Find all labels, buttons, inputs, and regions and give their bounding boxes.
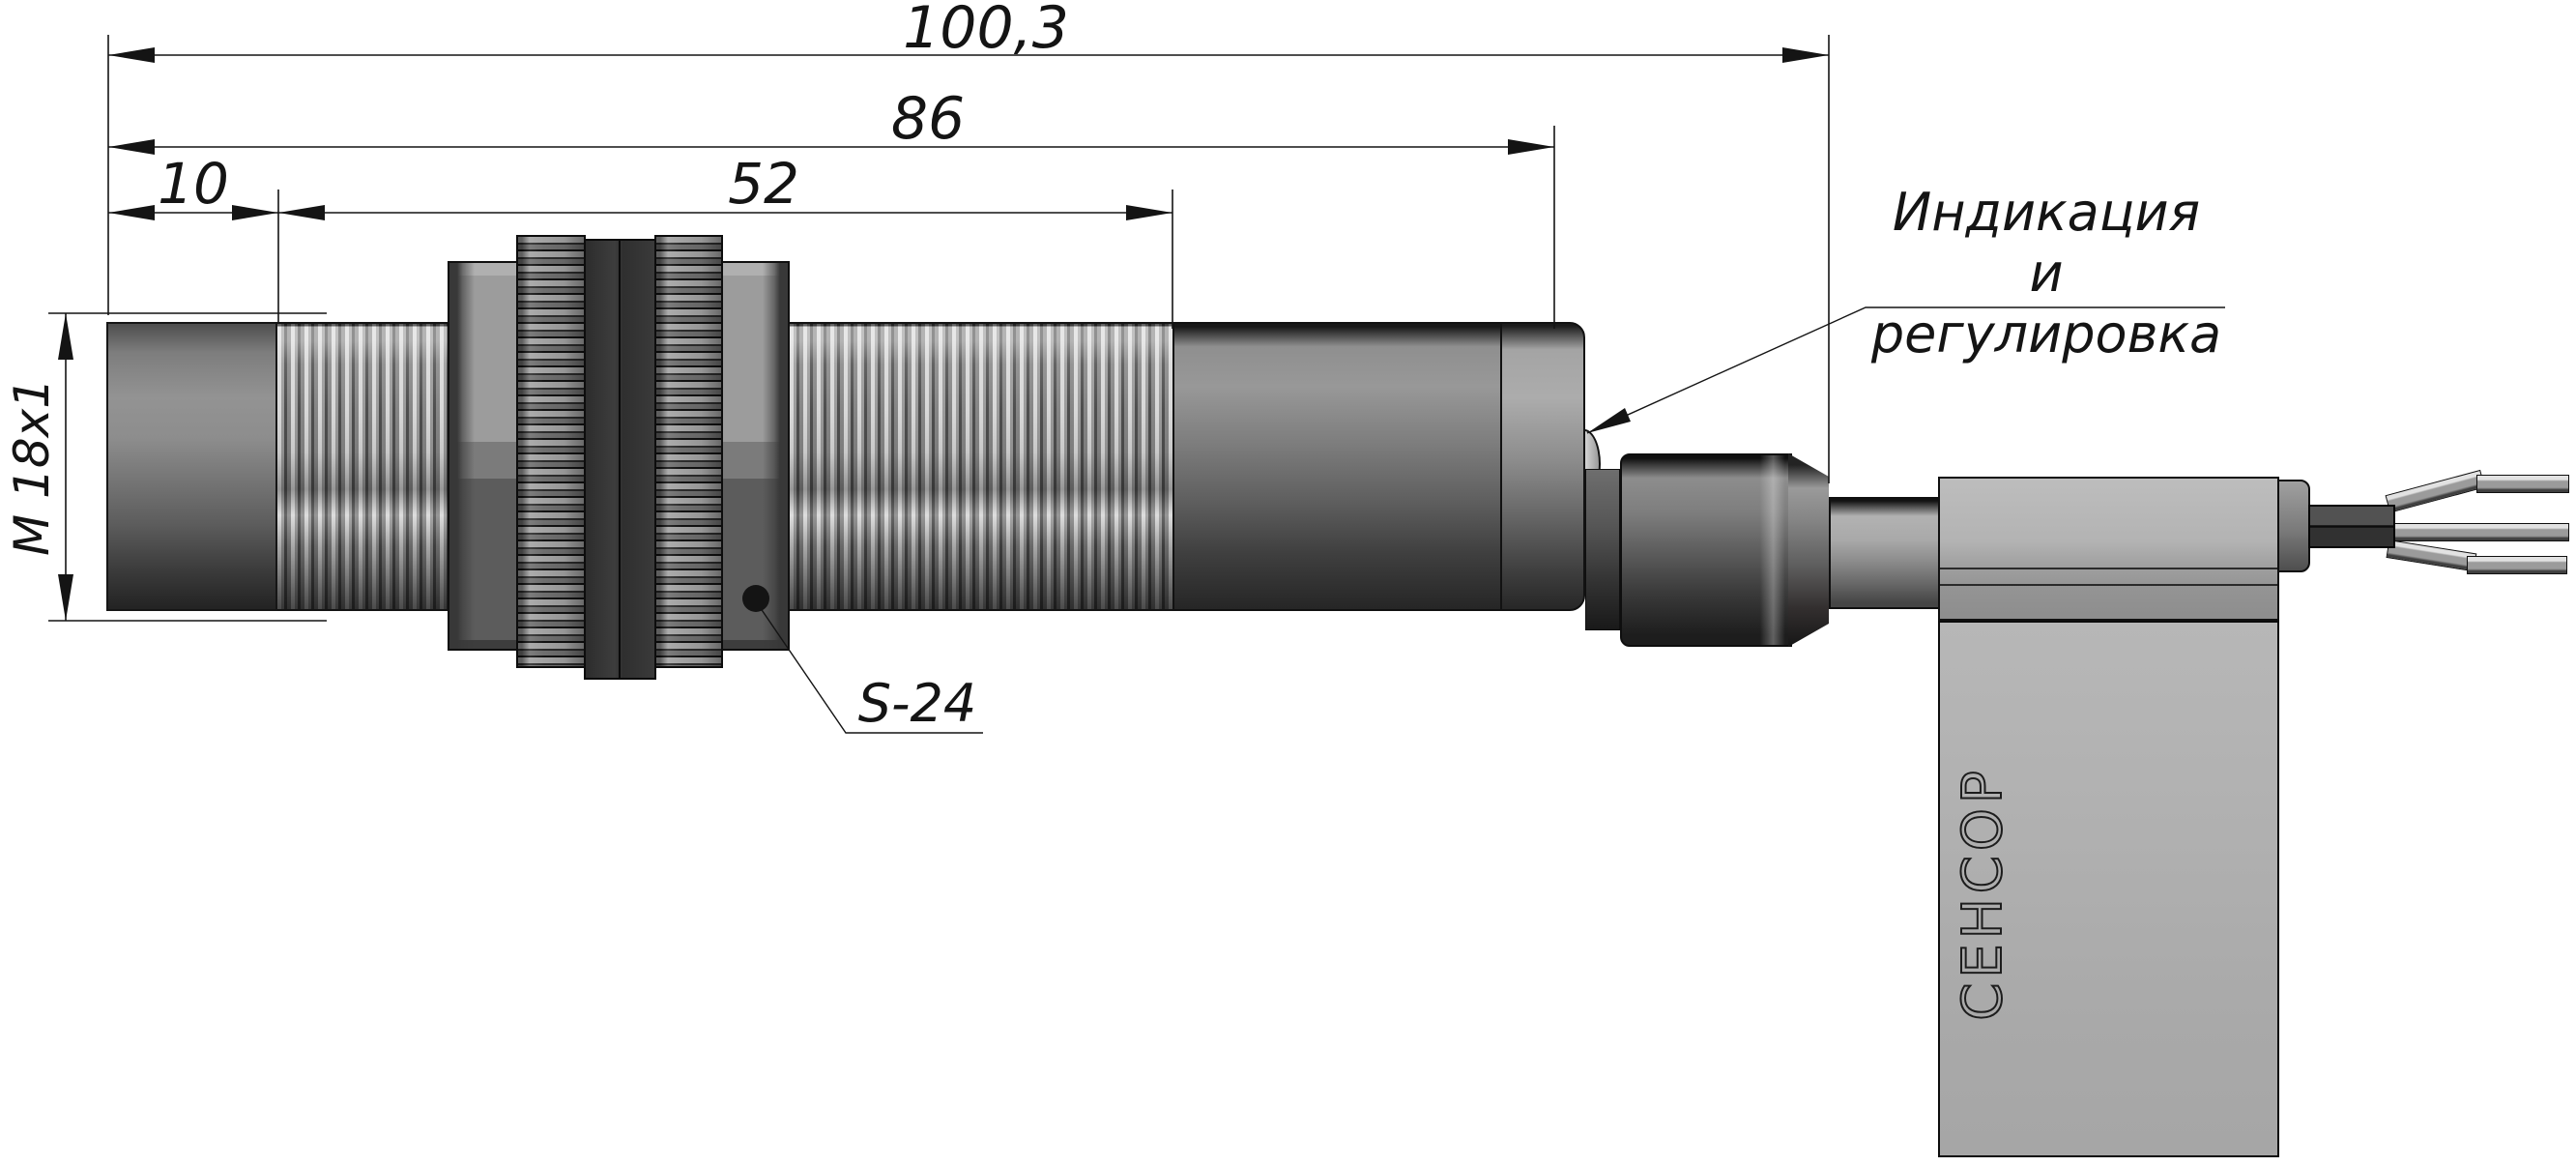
- arrow-10-left: [108, 205, 155, 220]
- wire-bottom: [2467, 556, 2567, 574]
- leader-s24: [755, 600, 983, 734]
- set-screw-hole: [742, 585, 769, 612]
- arrow-86-left: [108, 139, 155, 155]
- knurled-ring-left: [516, 235, 586, 668]
- arrow-86-right: [1508, 139, 1554, 155]
- arrow-indication: [1587, 408, 1631, 433]
- tag-fold-line: [1940, 568, 2277, 569]
- arrow-m18-top: [58, 313, 73, 360]
- arrow-total-left: [108, 47, 155, 63]
- callout-indication-line2: и регулировка: [1870, 243, 2222, 364]
- dim-text-86: 86: [890, 85, 966, 153]
- thread-section-front: [277, 322, 448, 611]
- cable-gland-neck: [1585, 469, 1620, 630]
- strain-relief-bushing: [1829, 497, 1941, 609]
- rear-collar: [1500, 322, 1585, 611]
- dim-text-10: 10: [158, 151, 229, 217]
- arrow-10-right: [232, 205, 278, 220]
- sensing-tip: [106, 322, 277, 611]
- dim-text-total: 100,3: [903, 0, 1069, 62]
- callout-indication-line1: Индикация: [1892, 182, 2201, 243]
- cable-tag-wrap: [1938, 477, 2279, 621]
- leader-indication: [1586, 306, 2225, 434]
- arrow-52-right: [1126, 205, 1172, 220]
- hex-nut-left-face: [449, 263, 519, 649]
- spacer-divider-line: [619, 241, 621, 678]
- dim-text-52: 52: [728, 151, 799, 217]
- arrow-52-left: [278, 205, 325, 220]
- hex-nut-right-face: [718, 263, 788, 649]
- arrow-total-right: [1782, 47, 1829, 63]
- callout-indication: Индикация и регулировка: [1867, 182, 2225, 364]
- dim-text-m18: M 18x1: [4, 377, 60, 557]
- cable-jacket: [2308, 505, 2395, 548]
- thread-section-rear: [790, 322, 1172, 611]
- tag-fold-line: [1940, 584, 2277, 586]
- cable-gland-chamfer: [1788, 453, 1829, 647]
- callout-wrench-size: S-24: [857, 673, 977, 734]
- knurled-ring-right: [654, 235, 723, 668]
- cable-tag: СЕНСОР: [1938, 621, 2279, 1157]
- arrow-m18-bottom: [58, 574, 73, 621]
- sensor-rear-body: [1172, 322, 1502, 611]
- wire-top: [2476, 475, 2569, 493]
